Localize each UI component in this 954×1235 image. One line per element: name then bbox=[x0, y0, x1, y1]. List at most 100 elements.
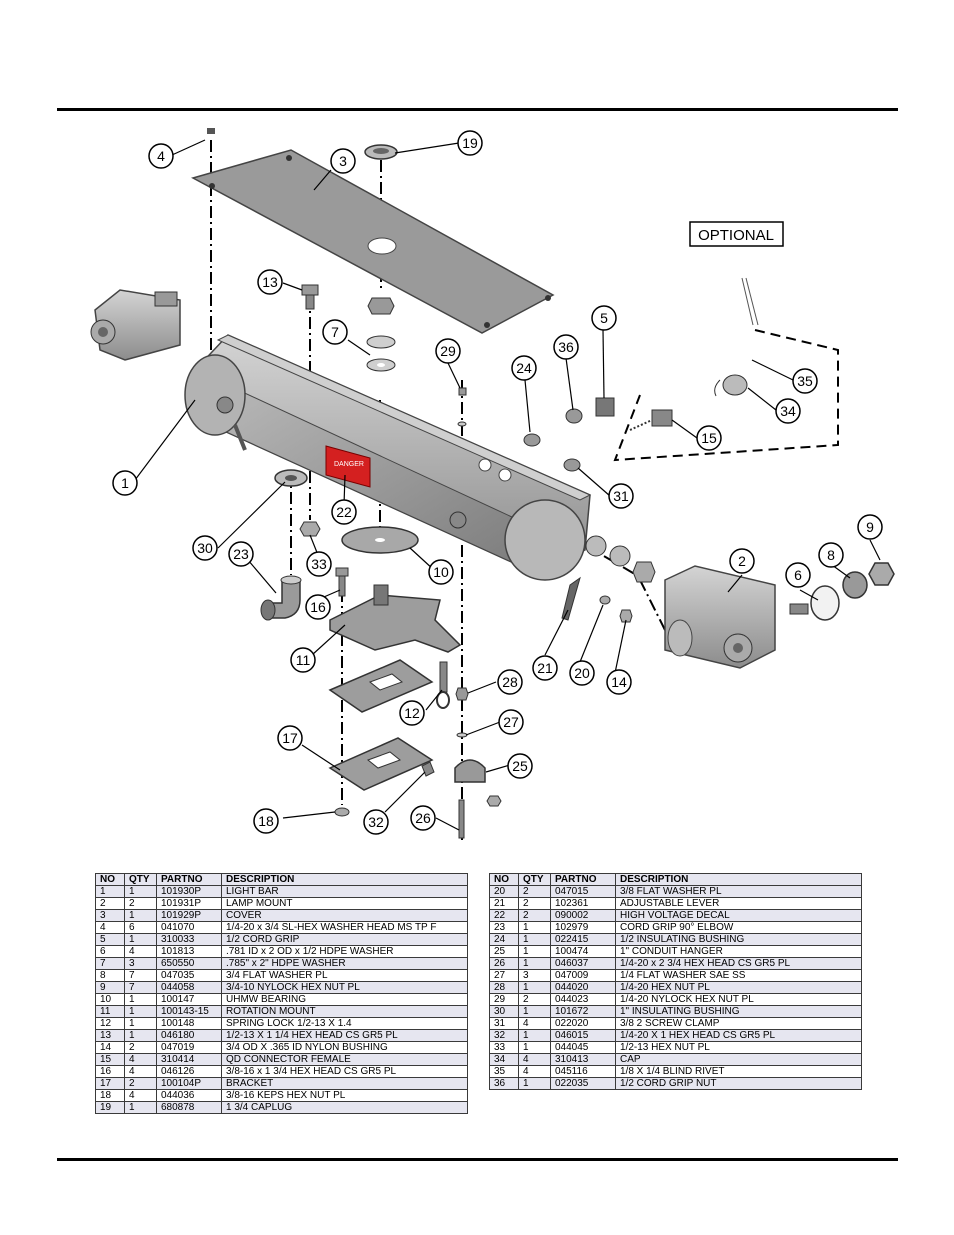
cell-qty: 1 bbox=[124, 933, 157, 946]
cell-no: 34 bbox=[489, 1053, 519, 1066]
left-lamp-mount bbox=[94, 289, 181, 361]
cell-partno: 041070 bbox=[156, 921, 222, 934]
cell-qty: 2 bbox=[124, 897, 157, 910]
cell-qty: 1 bbox=[518, 1077, 551, 1090]
cell-qty: 7 bbox=[124, 981, 157, 994]
cell-partno: 022415 bbox=[550, 933, 616, 946]
cell-partno: 044023 bbox=[550, 993, 616, 1006]
callout-leaders bbox=[134, 139, 881, 831]
cell-qty: 1 bbox=[518, 981, 551, 994]
callout-number: 7 bbox=[331, 324, 339, 340]
cell-no: 3 bbox=[95, 909, 125, 922]
cell-desc: 1" CONDUIT HANGER bbox=[615, 945, 862, 958]
callout-number: 1 bbox=[121, 475, 129, 491]
exploded-parts-diagram: DANGER bbox=[90, 128, 895, 840]
cell-desc: 3/8-16 KEPS HEX NUT PL bbox=[221, 1089, 468, 1102]
cell-partno: 046180 bbox=[156, 1029, 222, 1042]
cell-qty: 1 bbox=[124, 1005, 157, 1018]
callout-group: 1234567891011121314151617181920212223242… bbox=[112, 130, 883, 835]
cell-desc: QD CONNECTOR FEMALE bbox=[221, 1053, 468, 1066]
cell-no: 12 bbox=[95, 1017, 125, 1030]
cell-qty: 1 bbox=[518, 1041, 551, 1054]
cell-desc: ADJUSTABLE LEVER bbox=[615, 897, 862, 910]
cell-partno: 102361 bbox=[550, 897, 616, 910]
cell-qty: 7 bbox=[124, 969, 157, 982]
cell-no: 7 bbox=[95, 957, 125, 970]
cell-partno: 022020 bbox=[550, 1017, 616, 1030]
callout-number: 30 bbox=[197, 540, 213, 556]
callout-number: 12 bbox=[404, 705, 420, 721]
cell-no: 20 bbox=[489, 885, 519, 898]
cell-qty: 1 bbox=[124, 1101, 157, 1114]
cell-partno: 310413 bbox=[550, 1053, 616, 1066]
cell-qty: 1 bbox=[124, 909, 157, 922]
cell-partno: 100148 bbox=[156, 1017, 222, 1030]
cell-no: 1 bbox=[95, 885, 125, 898]
cell-partno: 047019 bbox=[156, 1041, 222, 1054]
callout-18: 18 bbox=[253, 808, 279, 834]
cell-desc: 1/2-13 HEX NUT PL bbox=[615, 1041, 862, 1054]
cell-partno: 100104P bbox=[156, 1077, 222, 1090]
cell-desc: 1/4-20 x 3/4 SL-HEX WASHER HEAD MS TP F bbox=[221, 921, 468, 934]
cell-partno: 101929P bbox=[156, 909, 222, 922]
callout-30: 30 bbox=[192, 535, 218, 561]
cell-desc: 1 3/4 CAPLUG bbox=[221, 1101, 468, 1114]
cell-partno: 045116 bbox=[550, 1065, 616, 1078]
cell-qty: 4 bbox=[124, 1089, 157, 1102]
callout-number: 6 bbox=[794, 567, 802, 583]
callout-number: 3 bbox=[339, 153, 347, 169]
cell-no: 11 bbox=[95, 1005, 125, 1018]
cell-no: 32 bbox=[489, 1029, 519, 1042]
cell-desc: 1/2 INSULATING BUSHING bbox=[615, 933, 862, 946]
cell-desc: 1" INSULATING BUSHING bbox=[615, 1005, 862, 1018]
callout-number: 26 bbox=[415, 810, 431, 826]
callout-number: 17 bbox=[282, 730, 298, 746]
cell-desc: ROTATION MOUNT bbox=[221, 1005, 468, 1018]
cell-no: 4 bbox=[95, 921, 125, 934]
cell-desc: 3/8-16 x 1 3/4 HEX HEAD CS GR5 PL bbox=[221, 1065, 468, 1078]
cell-qty: 1 bbox=[124, 1017, 157, 1030]
callout-21: 21 bbox=[532, 655, 558, 681]
cell-qty: 1 bbox=[124, 885, 157, 898]
callout-15: 15 bbox=[696, 425, 722, 451]
callout-number: 16 bbox=[310, 599, 326, 615]
cell-qty: 6 bbox=[124, 921, 157, 934]
callout-32: 32 bbox=[363, 809, 389, 835]
callout-number: 32 bbox=[368, 814, 384, 830]
cell-desc: 1/4 FLAT WASHER SAE SS bbox=[615, 969, 862, 982]
callout-36: 36 bbox=[553, 334, 579, 360]
cell-desc: 1/2 CORD GRIP NUT bbox=[615, 1077, 862, 1090]
callout-number: 4 bbox=[157, 148, 165, 164]
cell-desc: 1/2 CORD GRIP bbox=[221, 933, 468, 946]
cell-partno: 022035 bbox=[550, 1077, 616, 1090]
cell-no: 18 bbox=[95, 1089, 125, 1102]
cell-desc: 3/4-10 NYLOCK HEX NUT PL bbox=[221, 981, 468, 994]
cell-qty: 1 bbox=[518, 933, 551, 946]
cell-no: 24 bbox=[489, 933, 519, 946]
cell-qty: 2 bbox=[518, 885, 551, 898]
callout-7: 7 bbox=[322, 319, 348, 345]
cell-no: 27 bbox=[489, 969, 519, 982]
cell-no: 23 bbox=[489, 921, 519, 934]
cell-desc: HIGH VOLTAGE DECAL bbox=[615, 909, 862, 922]
callout-number: 34 bbox=[780, 403, 796, 419]
callout-number: 22 bbox=[336, 504, 352, 520]
cell-desc: 1/4-20 HEX NUT PL bbox=[615, 981, 862, 994]
cell-desc: 1/4-20 X 1 HEX HEAD CS GR5 PL bbox=[615, 1029, 862, 1042]
optional-label-box bbox=[689, 221, 784, 247]
cell-qty: 2 bbox=[124, 1041, 157, 1054]
cell-desc: 3/4 FLAT WASHER PL bbox=[221, 969, 468, 982]
cell-no: 5 bbox=[95, 933, 125, 946]
cell-desc: .785" x 2" HDPE WASHER bbox=[221, 957, 468, 970]
